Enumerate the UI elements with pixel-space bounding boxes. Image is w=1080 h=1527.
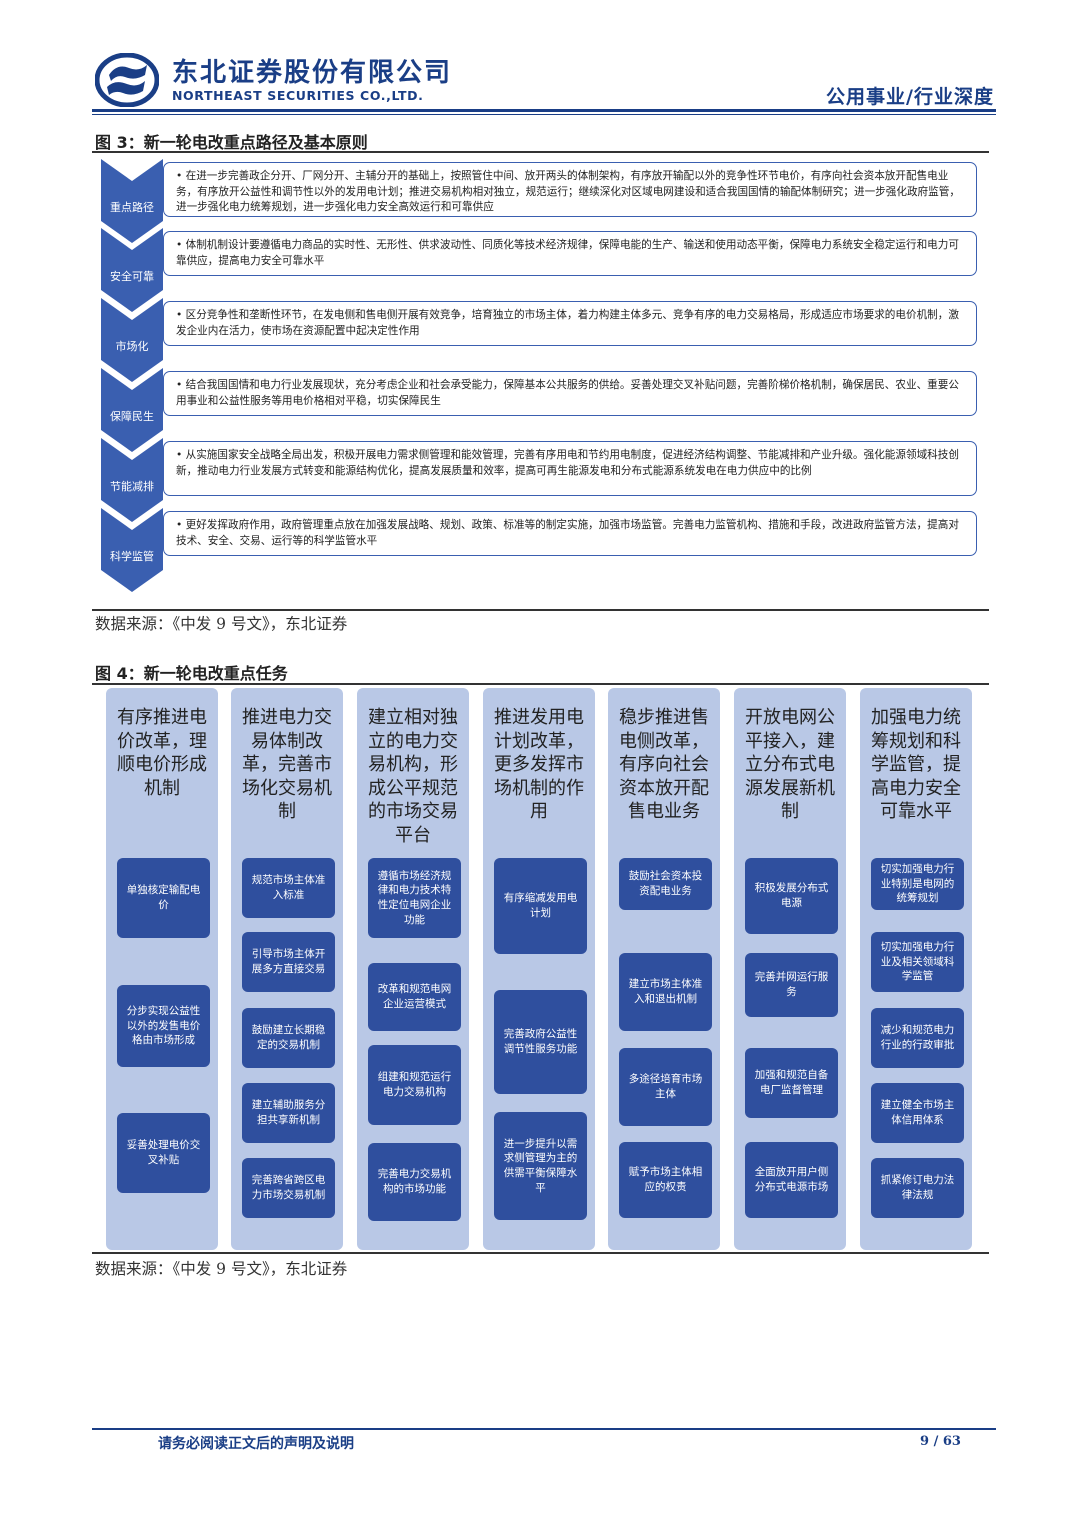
- task-box: 积极发展分布式电源: [745, 858, 838, 934]
- header-divider: [92, 109, 996, 112]
- chevron-step: 重点路径: [101, 159, 163, 243]
- task-box: 鼓励社会资本投资配电业务: [619, 858, 712, 910]
- page-number: 9 / 63: [920, 1434, 961, 1449]
- chevron-label: 市场化: [115, 340, 149, 353]
- figure3-title: 图 3：新一轮电改重点路径及基本原则: [95, 133, 368, 152]
- task-box: 建立市场主体准入和退出机制: [619, 953, 712, 1031]
- task-box: 完善跨省跨区电力市场交易机制: [242, 1158, 335, 1218]
- task-box: 减少和规范电力行业的行政审批: [871, 1008, 964, 1068]
- chevron-label: 科学监管: [110, 550, 154, 563]
- task-box: 改革和规范电网企业运营模式: [368, 963, 461, 1031]
- task-column: 推进发用电计划改革，更多发挥市场机制的作用有序缩减发用电计划完善政府公益性调节性…: [483, 688, 595, 1250]
- chevron-arrow-icon: [101, 159, 163, 243]
- task-box: 鼓励建立长期稳定的交易机制: [242, 1008, 335, 1068]
- principle-text: • 更好发挥政府作用，政府管理重点放在加强发展战略、规划、政策、标准等的制定实施…: [163, 511, 977, 556]
- task-column-title: 稳步推进售电侧改革，有序向社会资本放开配售电业务: [619, 707, 709, 822]
- task-column-title: 建立相对独立的电力交易机构，形成公平规范的市场交易平台: [368, 707, 458, 846]
- figure4-source: 数据来源：《中发 9 号文》，东北证券: [95, 1260, 348, 1278]
- task-column-title: 推进电力交易体制改革，完善市场化交易机制: [242, 707, 332, 822]
- task-column-title: 推进发用电计划改革，更多发挥市场机制的作用: [494, 707, 584, 822]
- company-name-cn: 东北证券股份有限公司: [172, 58, 453, 88]
- chevron-label: 保障民生: [110, 410, 154, 423]
- principle-text: • 结合我国国情和电力行业发展现状，充分考虑企业和社会承受能力，保障基本公共服务…: [163, 371, 977, 416]
- chevron-step: 保障民生: [101, 368, 163, 452]
- figure3-bottom-rule: [92, 609, 989, 611]
- task-column: 推进电力交易体制改革，完善市场化交易机制规范市场主体准入标准引导市场主体开展多方…: [231, 688, 343, 1250]
- figure4-top-rule: [92, 683, 989, 685]
- task-box: 遵循市场经济规律和电力技术特性定位电网企业功能: [368, 858, 461, 938]
- task-box: 规范市场主体准入标准: [242, 858, 335, 918]
- company-name-en: NORTHEAST SECURITIES CO.,LTD.: [172, 88, 424, 103]
- task-box: 有序缩减发用电计划: [494, 858, 587, 954]
- chevron-step: 安全可靠: [101, 228, 163, 312]
- chevron-arrow-icon: [101, 508, 163, 592]
- chevron-arrow-icon: [101, 298, 163, 382]
- principle-text: • 区分竞争性和垄断性环节，在发电侧和售电侧开展有效竞争，培育独立的市场主体，着…: [163, 301, 977, 346]
- figure3-source: 数据来源：《中发 9 号文》，东北证券: [95, 615, 348, 633]
- task-box: 多途径培育市场主体: [619, 1048, 712, 1126]
- task-box: 完善并网运行服务: [745, 953, 838, 1017]
- task-column: 开放电网公平接入，建立分布式电源发展新机制积极发展分布式电源完善并网运行服务加强…: [734, 688, 846, 1250]
- task-box: 切实加强电力行业及相关领域科学监管: [871, 932, 964, 992]
- header-divider-thin: [92, 114, 996, 115]
- chevron-arrow-icon: [101, 228, 163, 312]
- task-column: 稳步推进售电侧改革，有序向社会资本放开配售电业务鼓励社会资本投资配电业务建立市场…: [608, 688, 720, 1250]
- chevron-step: 科学监管: [101, 508, 163, 592]
- footer-disclaimer: 请务必阅读正文后的声明及说明: [158, 1436, 354, 1452]
- task-box: 全面放开用户侧分布式电源市场: [745, 1142, 838, 1218]
- chevron-arrow-icon: [101, 368, 163, 452]
- chevron-label: 重点路径: [110, 201, 154, 214]
- task-box: 组建和规范运行电力交易机构: [368, 1045, 461, 1125]
- figure4-bottom-rule: [92, 1252, 989, 1254]
- report-sector: 公用事业/行业深度: [826, 86, 994, 108]
- task-box: 加强和规范自备电厂监督管理: [745, 1048, 838, 1118]
- task-box: 切实加强电力行业特别是电网的统筹规划: [871, 858, 964, 910]
- principle-text: • 在进一步完善政企分开、厂网分开、主辅分开的基础上，按照管住中间、放开两头的体…: [163, 162, 977, 217]
- principle-text: • 从实施国家安全战略全局出发，积极开展电力需求侧管理和能效管理，完善有序用电和…: [163, 441, 977, 496]
- task-column-title: 有序推进电价改革，理顺电价形成机制: [117, 707, 207, 799]
- task-column: 建立相对独立的电力交易机构，形成公平规范的市场交易平台遵循市场经济规律和电力技术…: [357, 688, 469, 1250]
- task-column: 加强电力统筹规划和科学监管，提高电力安全可靠水平切实加强电力行业特别是电网的统筹…: [860, 688, 972, 1250]
- chevron-step: 节能减排: [101, 438, 163, 522]
- principle-text: • 体制机制设计要遵循电力商品的实时性、无形性、供求波动性、同质化等技术经济规律…: [163, 231, 977, 276]
- task-column-title: 加强电力统筹规划和科学监管，提高电力安全可靠水平: [871, 707, 961, 822]
- figure3-top-rule: [92, 151, 989, 153]
- task-box: 赋予市场主体相应的权责: [619, 1142, 712, 1218]
- footer-divider: [92, 1428, 996, 1430]
- task-box: 引导市场主体开展多方直接交易: [242, 932, 335, 992]
- task-box: 抓紧修订电力法律法规: [871, 1158, 964, 1218]
- chevron-label: 节能减排: [110, 480, 154, 493]
- task-box: 单独核定输配电价: [117, 858, 210, 938]
- task-box: 妥善处理电价交叉补贴: [117, 1113, 210, 1193]
- chevron-label: 安全可靠: [110, 270, 154, 283]
- figure4-title: 图 4：新一轮电改重点任务: [95, 664, 288, 683]
- task-box: 分步实现公益性以外的发售电价格由市场形成: [117, 985, 210, 1067]
- task-box: 完善电力交易机构的市场功能: [368, 1143, 461, 1221]
- company-logo: [95, 53, 159, 107]
- task-box: 完善政府公益性调节性服务功能: [494, 990, 587, 1094]
- chevron-arrow-icon: [101, 438, 163, 522]
- task-column-title: 开放电网公平接入，建立分布式电源发展新机制: [745, 707, 835, 822]
- chevron-step: 市场化: [101, 298, 163, 382]
- task-box: 建立辅助服务分担共享新机制: [242, 1083, 335, 1143]
- task-box: 进一步提升以需求侧管理为主的供需平衡保障水平: [494, 1112, 587, 1220]
- task-column: 有序推进电价改革，理顺电价形成机制单独核定输配电价分步实现公益性以外的发售电价格…: [106, 688, 218, 1250]
- task-box: 建立健全市场主体信用体系: [871, 1083, 964, 1143]
